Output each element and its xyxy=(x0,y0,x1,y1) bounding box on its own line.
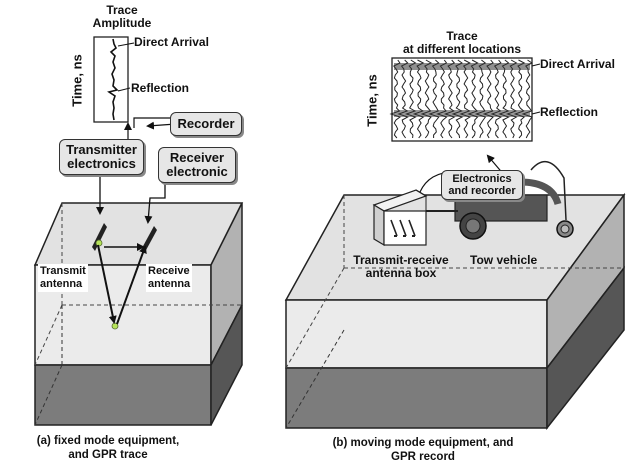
radargram-trace xyxy=(474,59,487,139)
tow-vehicle-label: Tow vehicle xyxy=(470,253,538,267)
right-block-side-lower xyxy=(546,265,625,431)
recorder-label: Recorder xyxy=(177,116,235,131)
radargram-traces xyxy=(389,59,533,139)
transmitter-electronics-box: Transmitter electronics xyxy=(59,139,144,175)
left-block-side-lower xyxy=(210,304,243,426)
left-time-axis-label: Time, ns xyxy=(69,54,85,107)
reflection-band xyxy=(394,110,530,117)
radargram-trace xyxy=(420,59,433,139)
recorder-box: Recorder xyxy=(170,112,242,136)
radargram-trace xyxy=(521,59,533,139)
receiver-label-line2: electronic xyxy=(166,164,228,179)
vehicle-curved-bar xyxy=(519,178,562,206)
right-direct-arrival-label: Direct Arrival xyxy=(540,57,615,71)
receiver-label-line1: Receiver xyxy=(169,150,225,165)
left-trace-waveform xyxy=(107,38,119,121)
left-direct-arrival-label: Direct Arrival xyxy=(134,35,209,49)
radargram-trace xyxy=(397,59,409,139)
radargram-trace xyxy=(459,59,472,139)
trace-amplitude-label: Trace Amplitude xyxy=(92,3,152,30)
left-reflection-label: Reflection xyxy=(131,81,190,95)
radargram-trace xyxy=(389,59,402,139)
electronics-label-line1: Electronics xyxy=(452,173,512,185)
direct-arrival-band xyxy=(394,63,530,70)
radargram-trace xyxy=(436,59,448,139)
trace-locations-label: Trace at different locations xyxy=(402,29,521,56)
right-caption: (b) moving mode equipment, and GPR recor… xyxy=(332,437,514,463)
radargram-trace xyxy=(412,59,425,139)
transmit-antenna-label: Transmit antenna xyxy=(38,264,88,292)
electronics-recorder-box: Electronics and recorder xyxy=(441,170,523,200)
right-block-front-upper xyxy=(285,299,548,369)
radargram-trace xyxy=(490,59,503,139)
antenna-box xyxy=(372,189,458,247)
right-reflection-label: Reflection xyxy=(540,105,599,119)
radargram-trace xyxy=(467,59,479,139)
receiver-electronic-box: Receiver electronic xyxy=(158,147,236,183)
transmitter-label-line1: Transmitter xyxy=(66,142,137,157)
left-trace-box xyxy=(93,36,129,123)
radargram-trace xyxy=(505,59,518,139)
receive-antenna-label: Receive antenna xyxy=(146,264,193,292)
transmitter-label-line2: electronics xyxy=(67,156,136,171)
radargram-trace xyxy=(482,59,495,139)
right-time-axis-label: Time, ns xyxy=(364,74,380,127)
right-block-front-lower xyxy=(285,367,548,429)
radargram-trace xyxy=(451,59,464,139)
radargram-trace xyxy=(404,59,417,139)
radargram-trace xyxy=(498,59,510,139)
radargram-trace xyxy=(513,59,526,139)
electronics-label-line2: and recorder xyxy=(448,185,516,197)
radargram-box xyxy=(391,57,533,142)
left-ground-block xyxy=(33,202,244,426)
transmit-antenna-shape xyxy=(92,223,107,251)
left-block-top xyxy=(33,202,244,266)
left-caption: (a) fixed mode equipment, and GPR trace xyxy=(36,435,180,461)
radargram-trace xyxy=(443,59,456,139)
antenna-box-label: Transmit-receive antenna box xyxy=(353,253,449,280)
radargram-trace xyxy=(428,59,440,138)
left-block-front-lower xyxy=(34,364,212,426)
